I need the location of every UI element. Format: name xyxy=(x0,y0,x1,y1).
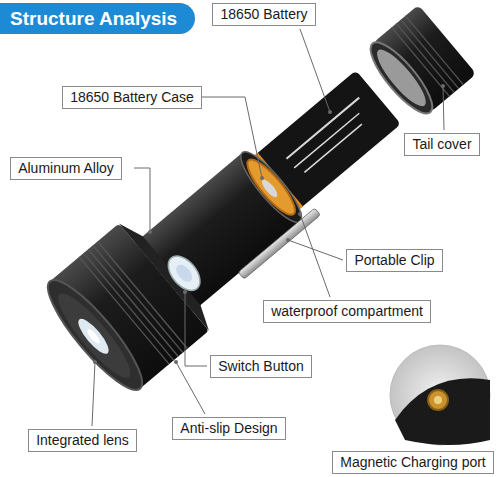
callout-label: Magnetic Charging port xyxy=(340,454,486,470)
callout-label: Portable Clip xyxy=(354,252,434,268)
callout-label: 18650 Battery xyxy=(220,6,307,22)
title-text: Structure Analysis xyxy=(10,8,177,29)
callout-label: Anti-slip Design xyxy=(180,420,277,436)
callout-box: Aluminum Alloy xyxy=(10,157,122,180)
title-banner: Structure Analysis xyxy=(0,3,195,34)
callout-box: 18650 Battery Case xyxy=(62,86,202,109)
callout-box: 18650 Battery xyxy=(212,3,316,26)
callout-box: Magnetic Charging port xyxy=(332,451,494,474)
callout-label: Switch Button xyxy=(218,358,304,374)
callout-label: 18650 Battery Case xyxy=(70,89,194,105)
callout-box: Integrated lens xyxy=(28,429,137,452)
callout-label: Tail cover xyxy=(412,136,471,152)
callout-box: waterproof compartment xyxy=(263,300,431,323)
callout-box: Portable Clip xyxy=(346,249,443,272)
callout-label: Integrated lens xyxy=(36,432,129,448)
callout-box: Tail cover xyxy=(404,133,480,156)
callout-box: Switch Button xyxy=(210,355,312,378)
callout-box: Anti-slip Design xyxy=(172,417,286,440)
callout-label: waterproof compartment xyxy=(271,303,423,319)
callout-label: Aluminum Alloy xyxy=(18,160,114,176)
